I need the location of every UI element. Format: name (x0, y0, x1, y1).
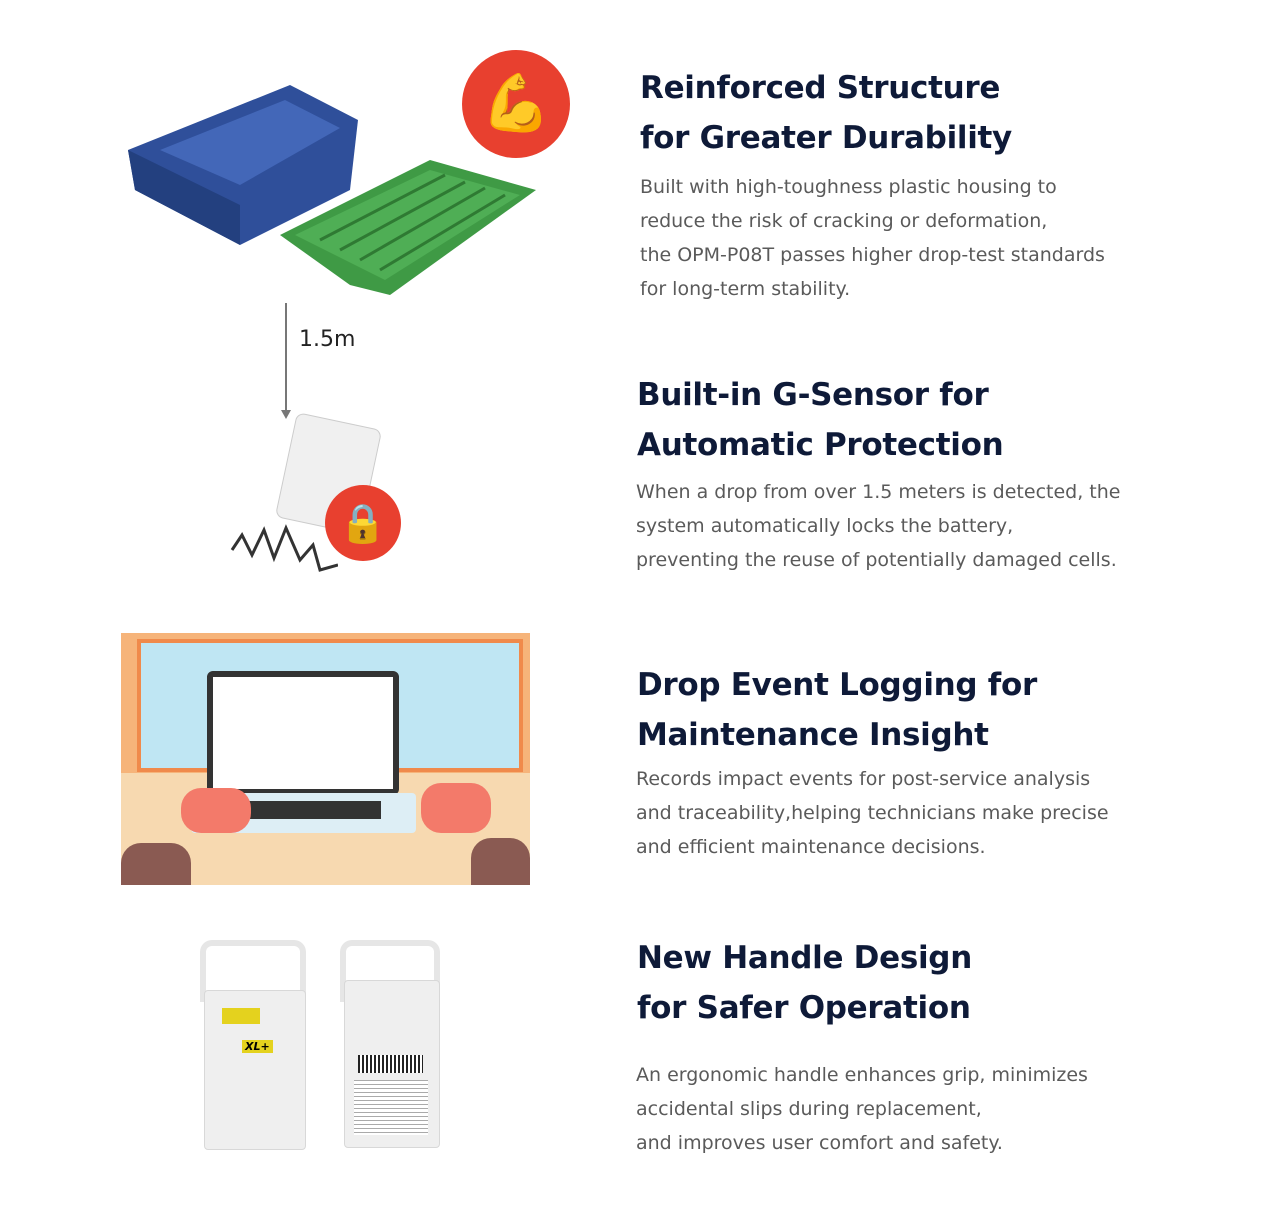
battery-label: XL+ (242, 1040, 273, 1053)
section-2-body: When a drop from over 1.5 meters is dete… (636, 481, 1121, 571)
housing-illustration: 💪 (100, 40, 580, 310)
battery-back-image (340, 940, 442, 1148)
impact-zigzag (230, 524, 338, 572)
drop-arrow (285, 303, 287, 413)
battery-front-image: XL+ (200, 940, 308, 1150)
section-3-body: Records impact events for post-service a… (636, 768, 1109, 858)
muscle-arm-icon: 💪 (462, 50, 570, 158)
office-laptop-illustration (121, 633, 530, 885)
laptop-screen (207, 671, 399, 795)
drop-height-label: 1.5m (299, 327, 356, 352)
drop-arrow-head (281, 410, 291, 419)
padlock-icon: 🔒 (325, 485, 401, 561)
section-1-body: Built with high-toughness plastic housin… (640, 176, 1105, 300)
section-4-body: An ergonomic handle enhances grip, minim… (636, 1064, 1088, 1154)
battery-housing-image (128, 85, 536, 295)
